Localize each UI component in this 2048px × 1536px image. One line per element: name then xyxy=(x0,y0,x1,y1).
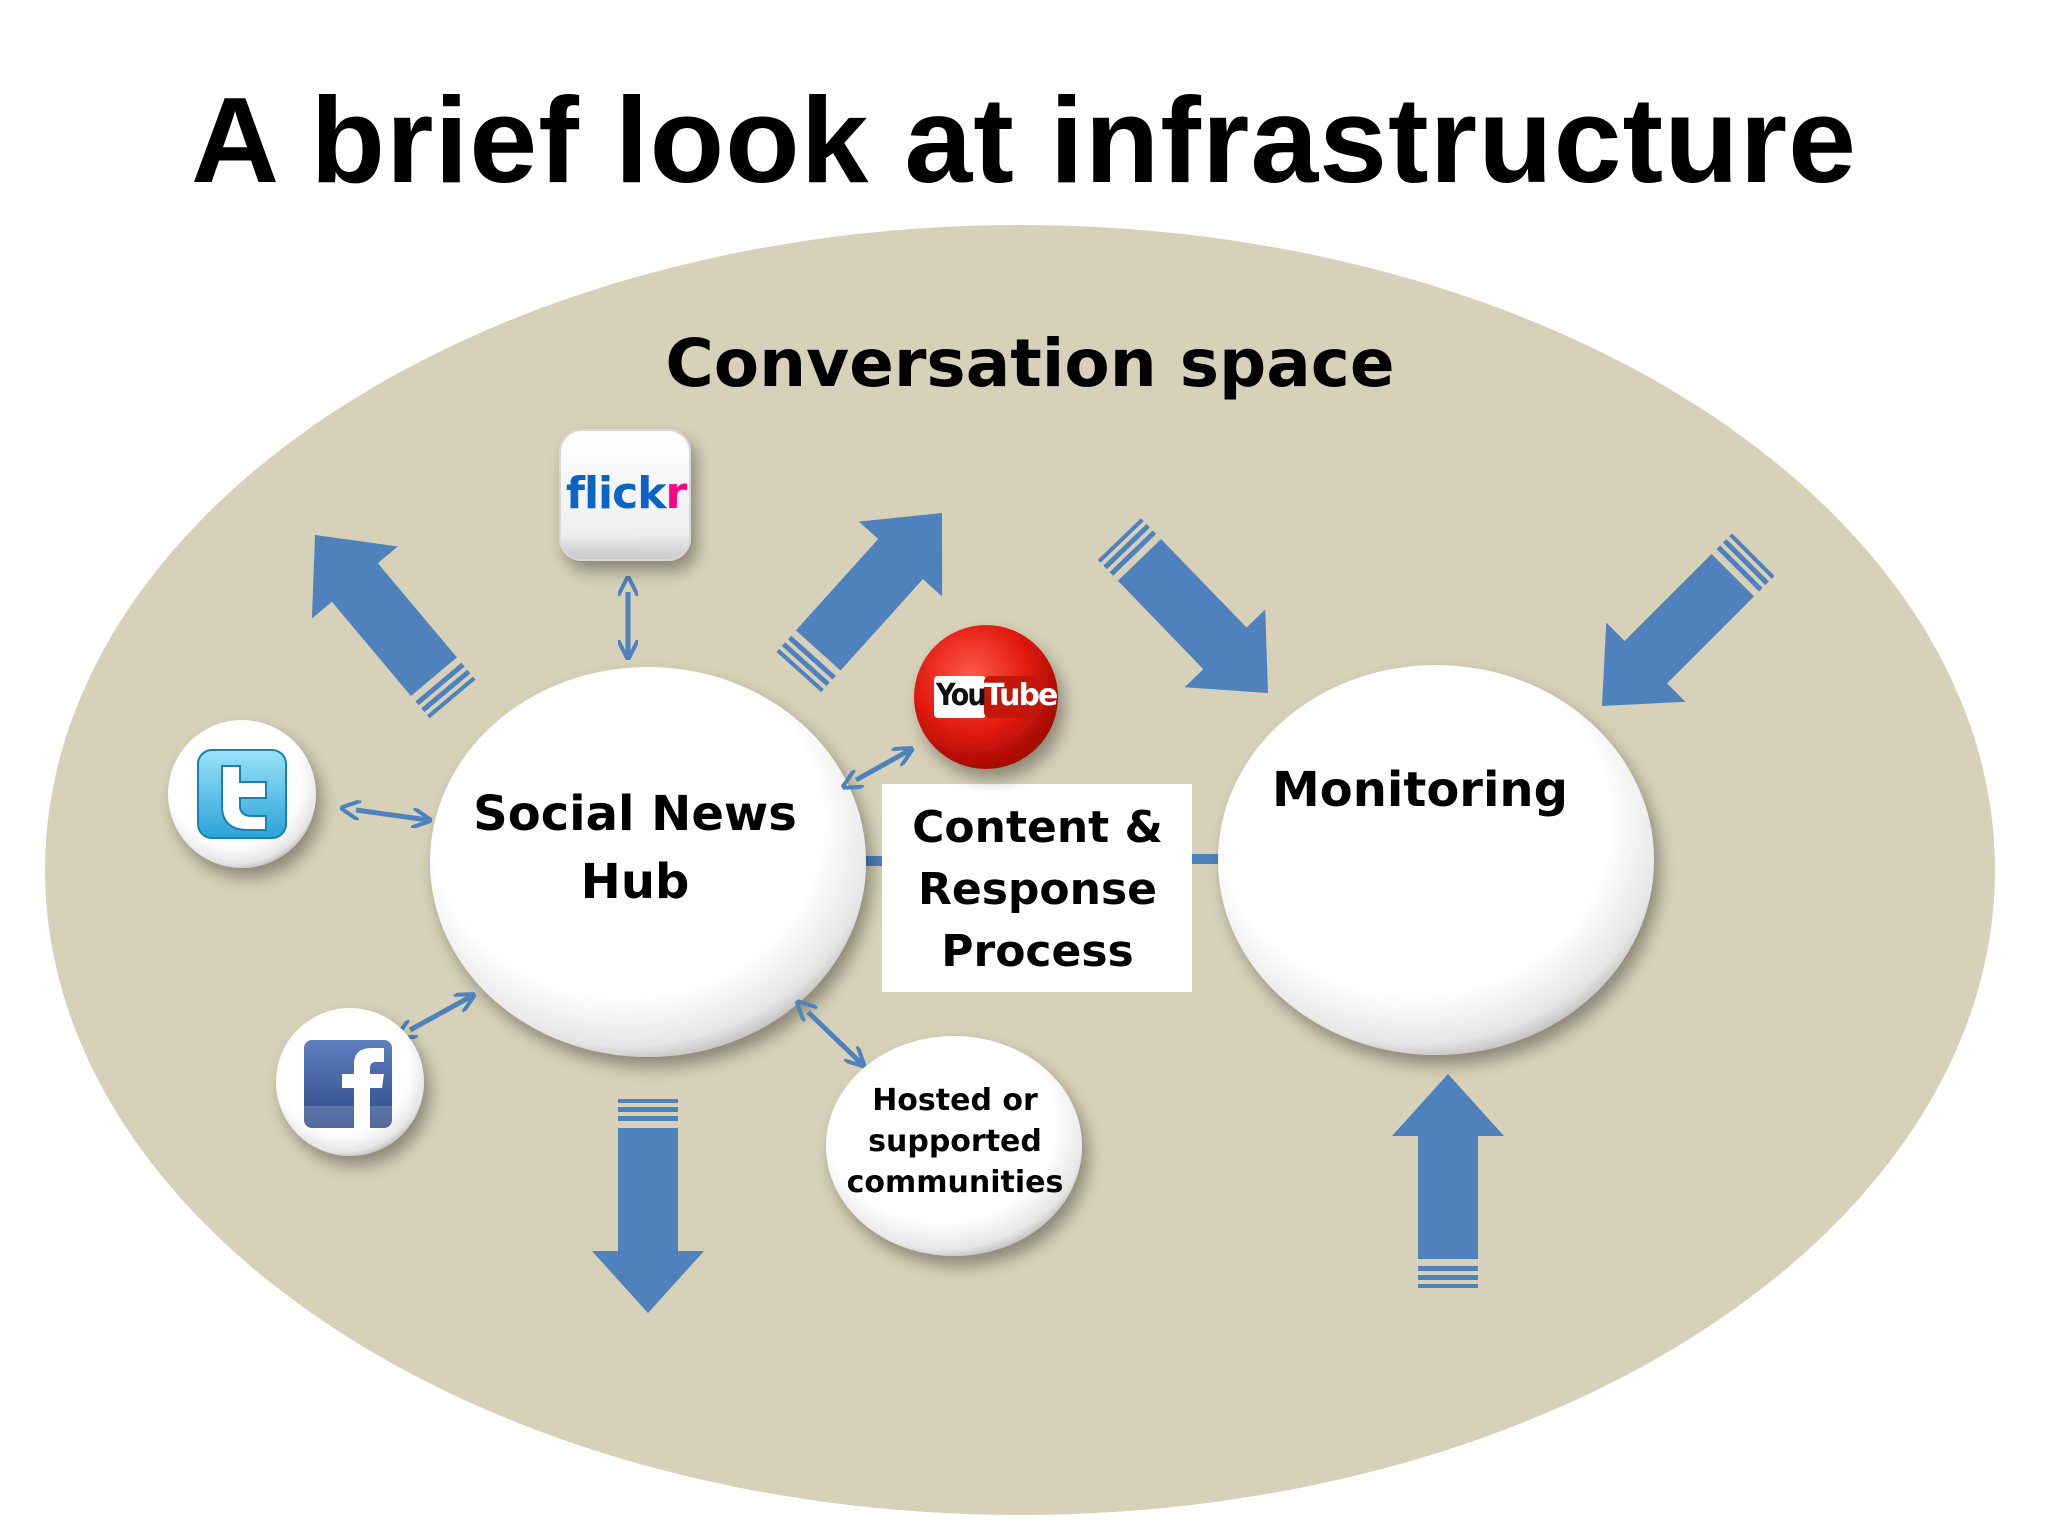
youtube-wordmark-tube: Tube xyxy=(984,678,1058,713)
youtube-wordmark-you: You xyxy=(936,678,987,713)
content-response-process-label: Content & Response Process xyxy=(885,797,1190,983)
flickr-wordmark-part1: flick xyxy=(565,468,667,519)
monitoring-label: Monitoring xyxy=(1272,762,1568,818)
hosted-communities-circle xyxy=(826,1036,1082,1256)
monitoring-circle xyxy=(1218,665,1654,1055)
communities-link-arrow xyxy=(808,1012,862,1064)
social-news-hub-label: Social News Hub xyxy=(470,780,800,916)
hosted-communities-label: Hosted or supported communities xyxy=(835,1080,1075,1203)
flickr-logo-icon xyxy=(559,429,691,561)
twitter-logo-icon xyxy=(168,720,316,868)
youtube-link-arrow xyxy=(856,750,910,780)
twitter-link-arrow xyxy=(356,810,428,820)
process-label-line2: Response xyxy=(918,864,1157,915)
slide-title: A brief look at infrastructure xyxy=(191,72,1857,208)
process-label-line1: Content & xyxy=(912,802,1163,853)
flickr-wordmark-part2: r xyxy=(665,468,687,519)
process-label-line3: Process xyxy=(941,926,1134,977)
communities-label-line3: communities xyxy=(846,1165,1064,1200)
flickr-wordmark: flickr xyxy=(560,468,692,519)
hub-label-line2: Hub xyxy=(580,854,690,910)
hub-label-line1: Social News xyxy=(473,786,797,842)
communities-label-line2: supported xyxy=(868,1124,1042,1159)
conversation-space-label: Conversation space xyxy=(665,325,1395,402)
youtube-logo-icon xyxy=(914,625,1058,769)
facebook-link-arrow xyxy=(410,996,472,1030)
facebook-logo-icon xyxy=(276,1008,424,1156)
communities-label-line1: Hosted or xyxy=(872,1083,1038,1118)
content-response-process-box xyxy=(882,784,1192,992)
social-news-hub-circle xyxy=(430,667,866,1057)
